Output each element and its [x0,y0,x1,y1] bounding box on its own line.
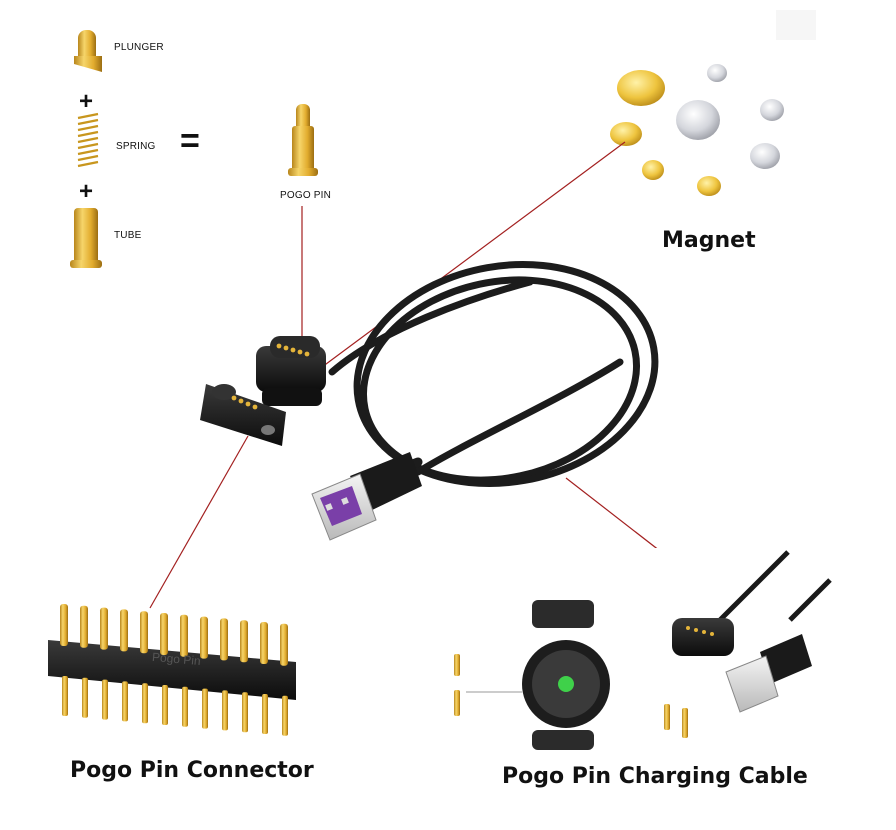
connector-pin-top [180,614,188,657]
pogo-pin-part [288,104,318,176]
connector-pin-top [200,616,208,659]
spring-part [77,112,99,168]
usb-plug [311,452,422,541]
connector-pin-top [160,613,168,655]
plunger-label: PLUNGER [114,42,164,53]
connector-pin-top [60,604,68,646]
connector-pin-bottom [142,683,148,724]
magnet-group [610,64,784,196]
connector-pin-bottom [162,685,168,725]
magnet-title: Magnet [662,228,756,253]
magnetic-connector-plug [256,336,326,406]
connector-pin-top [240,620,248,663]
connector-pin-bottom [262,694,268,734]
pogo-pin-connector-strip [48,604,296,736]
corner-patch [776,10,816,40]
connector-pin-bottom [102,679,108,720]
connector-pin-bottom [62,676,68,716]
tube-label: TUBE [114,230,142,241]
connector-pin-bottom [222,690,228,731]
pogo-pin-charging-cable-title: Pogo Pin Charging Cable [502,764,808,789]
connector-pin-top [120,609,128,652]
plus-sign-2: + [79,178,94,205]
connector-pin-top [280,623,288,666]
connector-pin-top [80,605,88,648]
connector-pin-bottom [282,695,288,736]
connector-pin-bottom [202,688,208,729]
pogo-pin-connector-title: Pogo Pin Connector [70,758,314,783]
connector-pin-bottom [242,692,248,733]
magnetic-connector-receptacle [200,384,286,446]
plunger-part [74,30,102,72]
connector-pin-bottom [182,686,188,727]
pogo-pin-label: POGO PIN [280,190,332,201]
connector-pin-top [140,611,148,654]
equals-sign: = [180,122,200,160]
charging-cable-photo [452,548,832,750]
connector-pin-top [260,622,268,664]
leader-lines [149,141,719,701]
tube-part [70,208,102,268]
connector-pin-bottom [82,677,88,718]
spring-label: SPRING [116,141,156,152]
connector-pin-bottom [122,681,128,722]
connector-pin-top [220,618,228,661]
plus-sign-1: + [79,88,94,115]
connector-pin-top [100,607,108,650]
